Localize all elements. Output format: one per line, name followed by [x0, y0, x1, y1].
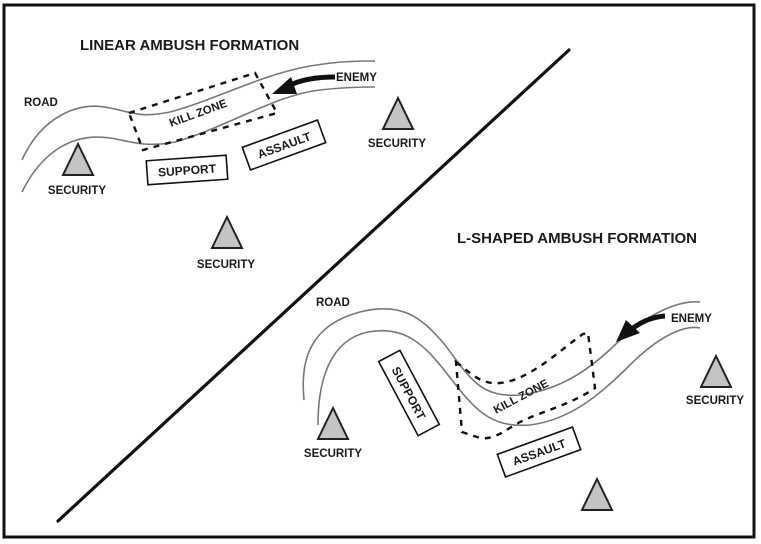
triangle-icon — [210, 214, 244, 249]
l-enemy-label: ENEMY — [671, 313, 712, 325]
linear-security-label-bottom: SECURITY — [197, 259, 255, 271]
l-kill-zone — [454, 331, 597, 440]
linear-enemy-arrow-icon — [272, 74, 336, 94]
linear-assault-box: ASSAULT — [241, 119, 327, 171]
linear-road-upper-edge — [21, 60, 376, 161]
linear-title: LINEAR AMBUSH FORMATION — [80, 37, 299, 54]
l-enemy-arrow-icon — [616, 313, 666, 342]
l-security-label-right: SECURITY — [686, 395, 744, 407]
l-support-box: SUPPORT — [377, 349, 441, 437]
linear-support-box: SUPPORT — [145, 154, 229, 186]
l-security-label-left: SECURITY — [304, 448, 362, 460]
triangle-icon — [61, 141, 95, 176]
triangle-icon — [580, 476, 614, 511]
section-divider — [56, 48, 571, 523]
l-road-label: ROAD — [316, 297, 350, 309]
linear-kill-zone — [127, 71, 279, 152]
linear-road-lower-edge — [21, 86, 376, 193]
linear-security-label-right: SECURITY — [368, 138, 426, 150]
l-shaped-ambush-section: L-SHAPED AMBUSH FORMATION ROAD KILL ZONE… — [302, 230, 744, 511]
linear-ambush-section: LINEAR AMBUSH FORMATION ROAD KILL ZONE E… — [21, 37, 426, 271]
l-shaped-title: L-SHAPED AMBUSH FORMATION — [457, 230, 697, 247]
linear-road-label: ROAD — [24, 97, 58, 109]
triangle-icon — [316, 405, 350, 440]
l-road-upper-edge — [302, 301, 701, 401]
triangle-icon — [381, 95, 415, 130]
triangle-icon — [699, 353, 733, 388]
linear-security-label-left: SECURITY — [48, 185, 106, 197]
linear-support-label: SUPPORT — [158, 161, 218, 179]
l-assault-box: ASSAULT — [496, 426, 582, 478]
diagram-frame — [2, 3, 756, 539]
l-road-lower-edge — [317, 326, 701, 427]
linear-enemy-label: ENEMY — [336, 72, 377, 84]
